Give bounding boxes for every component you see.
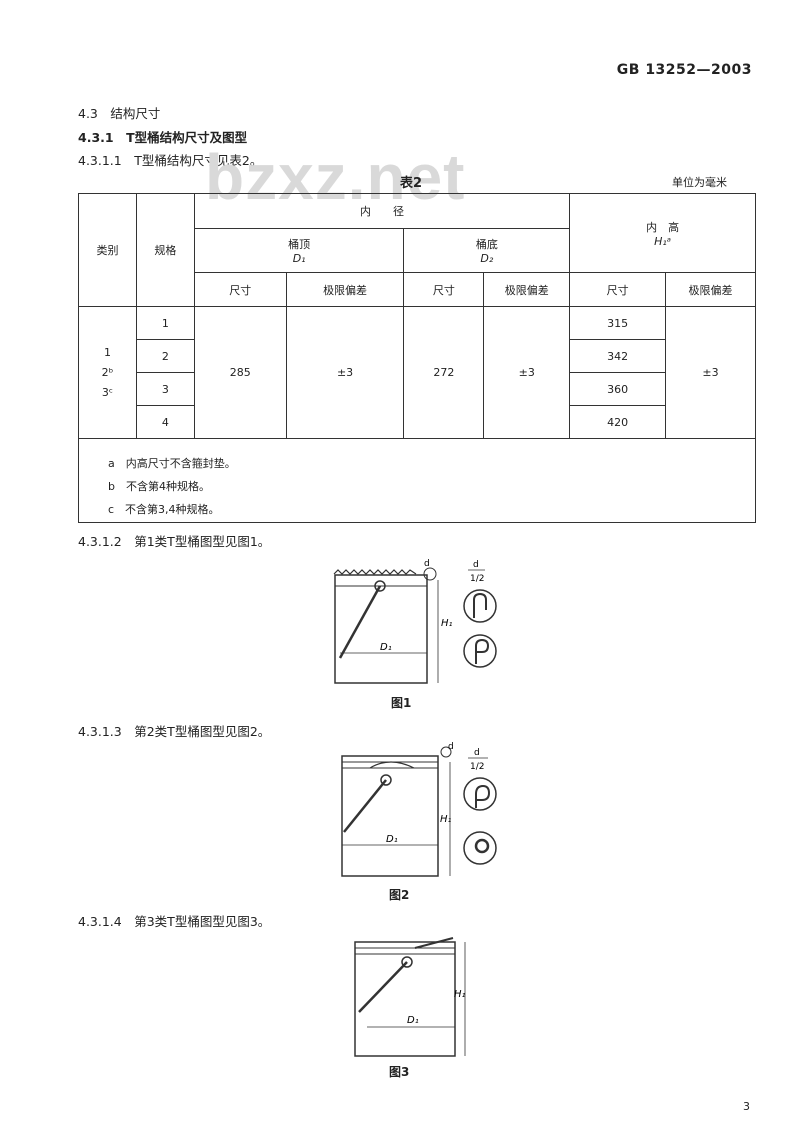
detail-circle-top xyxy=(463,589,497,623)
header-top: 桶顶 D₁ xyxy=(193,228,405,273)
bucket-body xyxy=(334,574,428,684)
detail-hook-top xyxy=(473,592,487,618)
header-bottom: 桶底 D₂ xyxy=(403,228,571,273)
detail-circle-bottom xyxy=(463,831,497,865)
header-top-symbol: D₁ xyxy=(292,252,306,265)
figure-1-ratio-bottom: 1/2 xyxy=(470,574,484,584)
detail-hook-bottom xyxy=(475,638,490,664)
footnote-c: c 不含第3,4种规格。 xyxy=(108,503,220,516)
handle xyxy=(358,961,408,1013)
figure-1-label-height: H₁ xyxy=(441,618,453,629)
detail-circle-top xyxy=(463,777,497,811)
section-4-3-1-3: 4.3.1.3 第2类T型桶图型见图2。 xyxy=(78,724,271,739)
top-tolerance-value: ±3 xyxy=(285,306,405,439)
handle-lug xyxy=(401,956,413,968)
header-inner-height: 内 高 H₁ᵃ xyxy=(569,193,756,273)
header-bottom-size: 尺寸 xyxy=(403,272,485,307)
footnote-b: b 不含第4种规格。 xyxy=(108,480,210,493)
header-height-symbol: H₁ᵃ xyxy=(654,234,672,248)
detail-hook-top xyxy=(475,784,491,808)
bucket-body xyxy=(354,941,456,1057)
header-spec: 规格 xyxy=(135,193,195,307)
page-number: 3 xyxy=(743,1100,750,1113)
top-size-value: 285 xyxy=(193,306,287,439)
spec-1: 1 xyxy=(135,306,195,340)
figure-1-drawing: d D₁ H₁ d 1/2 xyxy=(333,559,497,684)
section-4-3-1-4: 4.3.1.4 第3类T型桶图型见图3。 xyxy=(78,914,271,929)
height-4: 420 xyxy=(569,405,667,439)
figure-1-ratio-top: d xyxy=(473,560,479,570)
figure-3-caption: 图3 xyxy=(389,1065,410,1079)
lid-lever xyxy=(414,937,454,949)
category-3: 3ᶜ xyxy=(101,385,113,399)
figure-2-label-height: H₁ xyxy=(440,814,452,825)
header-bottom-tolerance: 极限偏差 xyxy=(483,272,571,307)
footnote-a: a 内高尺寸不含箍封垫。 xyxy=(108,457,236,470)
spec-4: 4 xyxy=(135,405,195,439)
header-bottom-symbol: D₂ xyxy=(480,252,494,265)
bottom-tolerance-value: ±3 xyxy=(483,306,571,439)
standard-number: GB 13252—2003 xyxy=(616,62,752,78)
header-inner-diameter: 内 径 xyxy=(193,193,571,229)
detail-marker xyxy=(440,746,452,758)
header-top-tolerance: 极限偏差 xyxy=(285,272,405,307)
figure-2-label-dia: D₁ xyxy=(386,834,398,845)
category-cell: 1 2ᵇ 3ᶜ xyxy=(78,306,137,439)
detail-circle-bottom xyxy=(463,634,497,668)
height-3: 360 xyxy=(569,372,667,406)
section-4-3-1-1: 4.3.1.1 T型桶结构尺寸见表2。 xyxy=(78,153,263,168)
figure-2-label-d: d xyxy=(448,742,454,752)
handle-plate xyxy=(369,761,415,769)
figure-1-label-dia: D₁ xyxy=(380,642,392,653)
header-top-label: 桶顶 xyxy=(288,238,311,251)
figure-2-drawing: d D₁ H₁ d 1/2 xyxy=(341,742,497,877)
height-1: 315 xyxy=(569,306,667,340)
table-unit: 单位为毫米 xyxy=(672,176,727,189)
spec-3: 3 xyxy=(135,372,195,406)
figure-1-label-d: d xyxy=(424,559,430,569)
header-height-size: 尺寸 xyxy=(569,272,667,307)
detail-marker xyxy=(423,567,437,581)
handle xyxy=(343,779,387,833)
handle-lug xyxy=(374,580,386,592)
spec-2: 2 xyxy=(135,339,195,373)
lid-rim-hatch xyxy=(333,569,417,575)
bucket-body xyxy=(341,755,439,877)
section-4-3-1: 4.3.1 T型桶结构尺寸及图型 xyxy=(78,130,248,145)
footnote-cell xyxy=(78,438,756,523)
header-category: 类别 xyxy=(78,193,137,307)
header-top-size: 尺寸 xyxy=(193,272,287,307)
height-2: 342 xyxy=(569,339,667,373)
figure-2-caption: 图2 xyxy=(389,888,410,902)
section-4-3: 4.3 结构尺寸 xyxy=(78,106,161,121)
category-1: 1 xyxy=(103,345,111,359)
figure-3-label-height: H₁ xyxy=(454,989,466,1000)
table-title: 表2 xyxy=(400,176,423,191)
header-height-tolerance: 极限偏差 xyxy=(665,272,756,307)
handle xyxy=(338,585,382,659)
figure-3-drawing: D₁ H₁ xyxy=(354,937,466,1057)
category-2: 2ᵇ xyxy=(101,365,114,379)
figure-2-ratio-top: d xyxy=(474,748,480,758)
figure-1-caption: 图1 xyxy=(391,696,412,710)
handle-lug xyxy=(380,774,392,786)
height-tolerance-value: ±3 xyxy=(665,306,756,439)
section-4-3-1-2: 4.3.1.2 第1类T型桶图型见图1。 xyxy=(78,534,271,549)
figure-2-ratio-bottom: 1/2 xyxy=(470,762,484,772)
detail-loop-bottom xyxy=(474,838,490,854)
header-bottom-label: 桶底 xyxy=(475,238,498,251)
header-inner-height-label: 内 高 xyxy=(646,220,680,234)
spec-table: 类别 规格 内 径 内 高 H₁ᵃ 桶顶 D₁ 桶底 D₂ 尺寸 极限偏差 尺寸… xyxy=(78,193,756,523)
figure-3-label-dia: D₁ xyxy=(407,1015,419,1026)
bottom-size-value: 272 xyxy=(403,306,485,439)
